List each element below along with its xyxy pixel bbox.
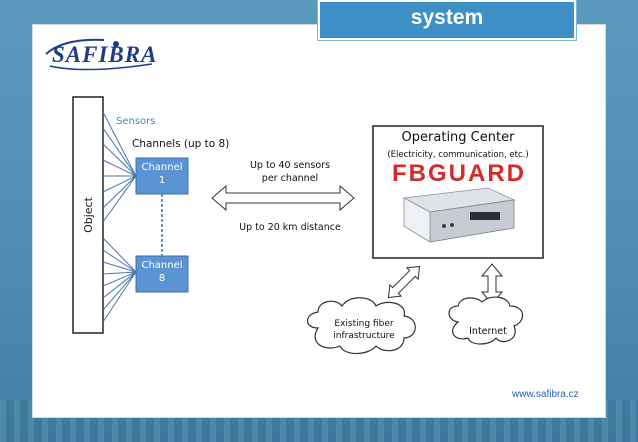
cloud-fiber-label-line1: Existing fiber: [334, 319, 394, 329]
channel-8-label-line2: 8: [158, 273, 166, 284]
sensors-label: Sensors: [116, 116, 156, 127]
sensors-per-channel-line1: Up to 40 sensors: [249, 160, 331, 171]
rack-device-icon: [402, 187, 516, 243]
sensor-fibers-channel-8: [102, 237, 137, 323]
channel-1-box: [135, 157, 189, 195]
title-box: system: [317, 0, 577, 41]
cloud-internet-label: Internet: [469, 326, 507, 337]
fbguard-brand: FBGUARD: [392, 160, 526, 187]
channel-8-label: Channel 8: [136, 259, 188, 285]
sensor-fibers-channel-1: [102, 111, 137, 223]
logo-swoosh-icon: [45, 38, 153, 71]
sensors-per-channel-line2: per channel: [261, 173, 319, 184]
cloud-fiber-icon: [306, 297, 416, 355]
channels-label: Channels (up to 8): [132, 138, 230, 150]
object-label: Object: [82, 196, 95, 233]
sensors-per-channel-label: Up to 40 sensors per channel: [234, 159, 346, 185]
object-box: [72, 96, 104, 334]
operating-center-title: Operating Center: [401, 130, 515, 145]
channel-1-label-line2: 1: [158, 175, 166, 186]
safibra-logo: SAFIBRA: [44, 36, 164, 72]
cloud-fiber-label-line2: infrastructure: [333, 331, 395, 341]
operating-center-subtitle: (Electricity, communication, etc.): [387, 150, 529, 160]
cloud-fiber-label: Existing fiber infrastructure: [316, 318, 412, 342]
double-arrow-horizontal-icon: [211, 184, 355, 212]
double-arrow-diagonal-icon: [387, 265, 421, 299]
slide-title: system: [410, 6, 484, 29]
channel-1-label-line1: Channel: [141, 162, 183, 173]
cloud-internet-icon: [448, 296, 524, 345]
distance-label: Up to 20 km distance: [239, 222, 341, 233]
channel-8-label-line1: Channel: [141, 260, 183, 271]
channel-1-label: Channel 1: [136, 161, 188, 187]
logo-text: SAFIBRA: [52, 42, 158, 67]
website-link[interactable]: www.safibra.cz: [512, 389, 579, 400]
